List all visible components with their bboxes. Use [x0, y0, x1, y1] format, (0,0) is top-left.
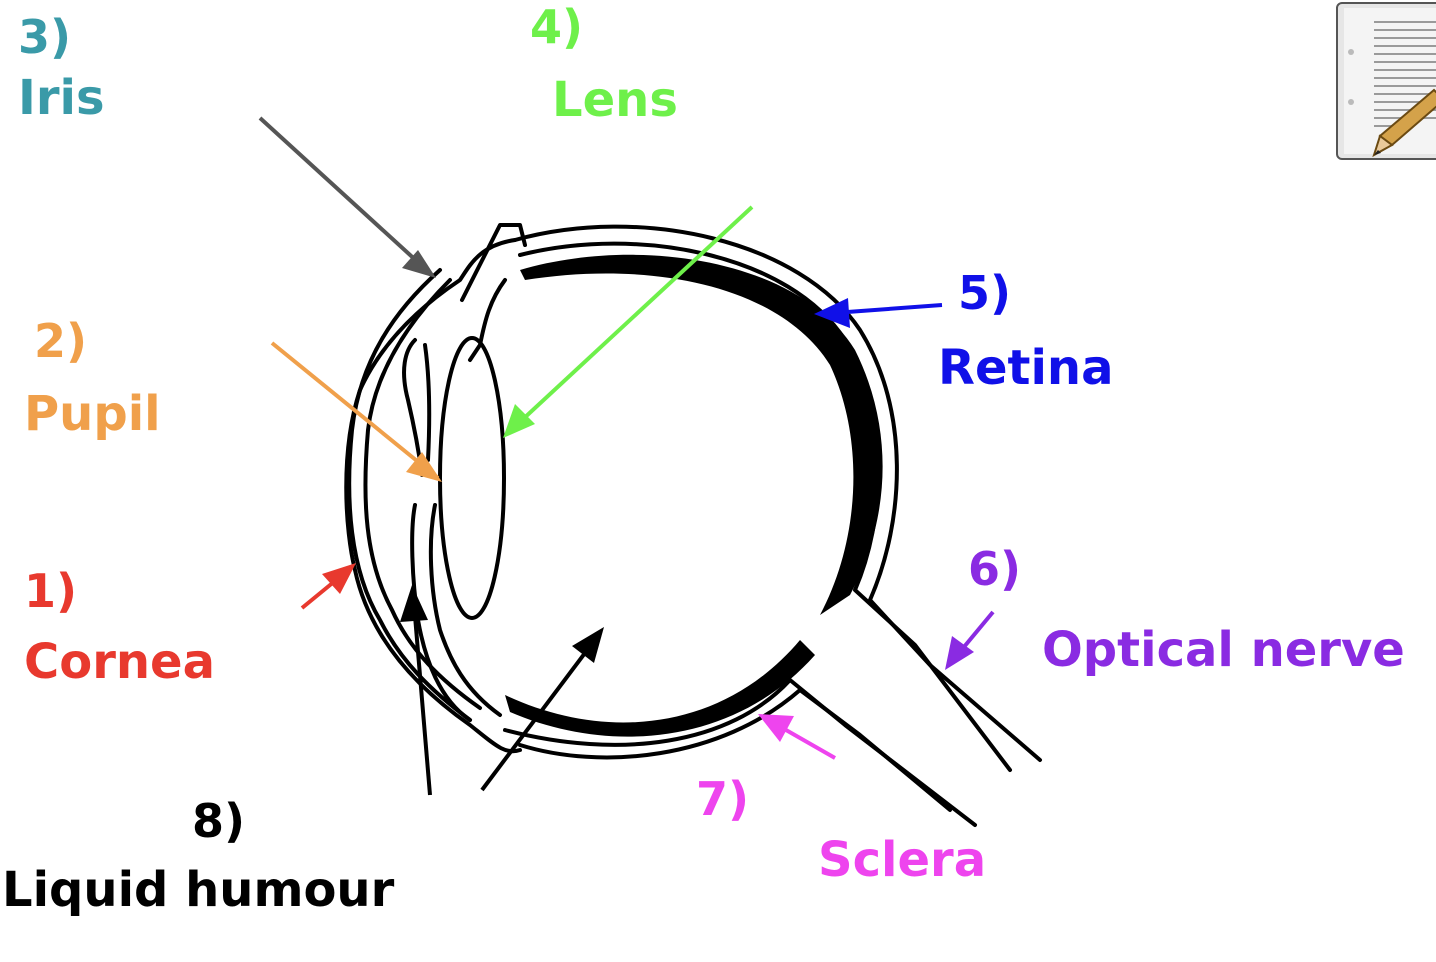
label-arrows	[258, 116, 995, 796]
sclera-label: Sclera	[818, 832, 987, 888]
retina-band-lower	[505, 640, 815, 737]
liquid-humour-arrow-2	[480, 631, 602, 792]
retina-number: 5)	[958, 266, 1012, 320]
pupil-label: Pupil	[24, 386, 161, 442]
sclera-number: 7)	[696, 772, 750, 826]
iris-number: 3)	[18, 10, 72, 64]
eye-outline	[344, 223, 1042, 827]
liquid-humour-label: Liquid humour	[2, 862, 395, 918]
pupil-arrow	[270, 341, 440, 480]
liquid-humour-arrow-1	[411, 591, 432, 796]
optical-nerve-label: Optical nerve	[1042, 622, 1405, 678]
iris-arrow	[258, 116, 434, 277]
lens-arrow	[506, 205, 754, 435]
optical-nerve-number: 6)	[968, 542, 1022, 596]
liquid-humour-number: 8)	[192, 794, 246, 848]
retina-label: Retina	[938, 340, 1114, 396]
document-edit-icon[interactable]	[1334, 0, 1436, 165]
cornea-label: Cornea	[24, 634, 215, 690]
iris-label: Iris	[18, 70, 105, 126]
cornea-number: 1)	[24, 564, 78, 618]
pupil-number: 2)	[34, 314, 88, 368]
retina-band	[520, 254, 883, 615]
lens-label: Lens	[552, 72, 678, 128]
lens-number: 4)	[530, 0, 584, 54]
